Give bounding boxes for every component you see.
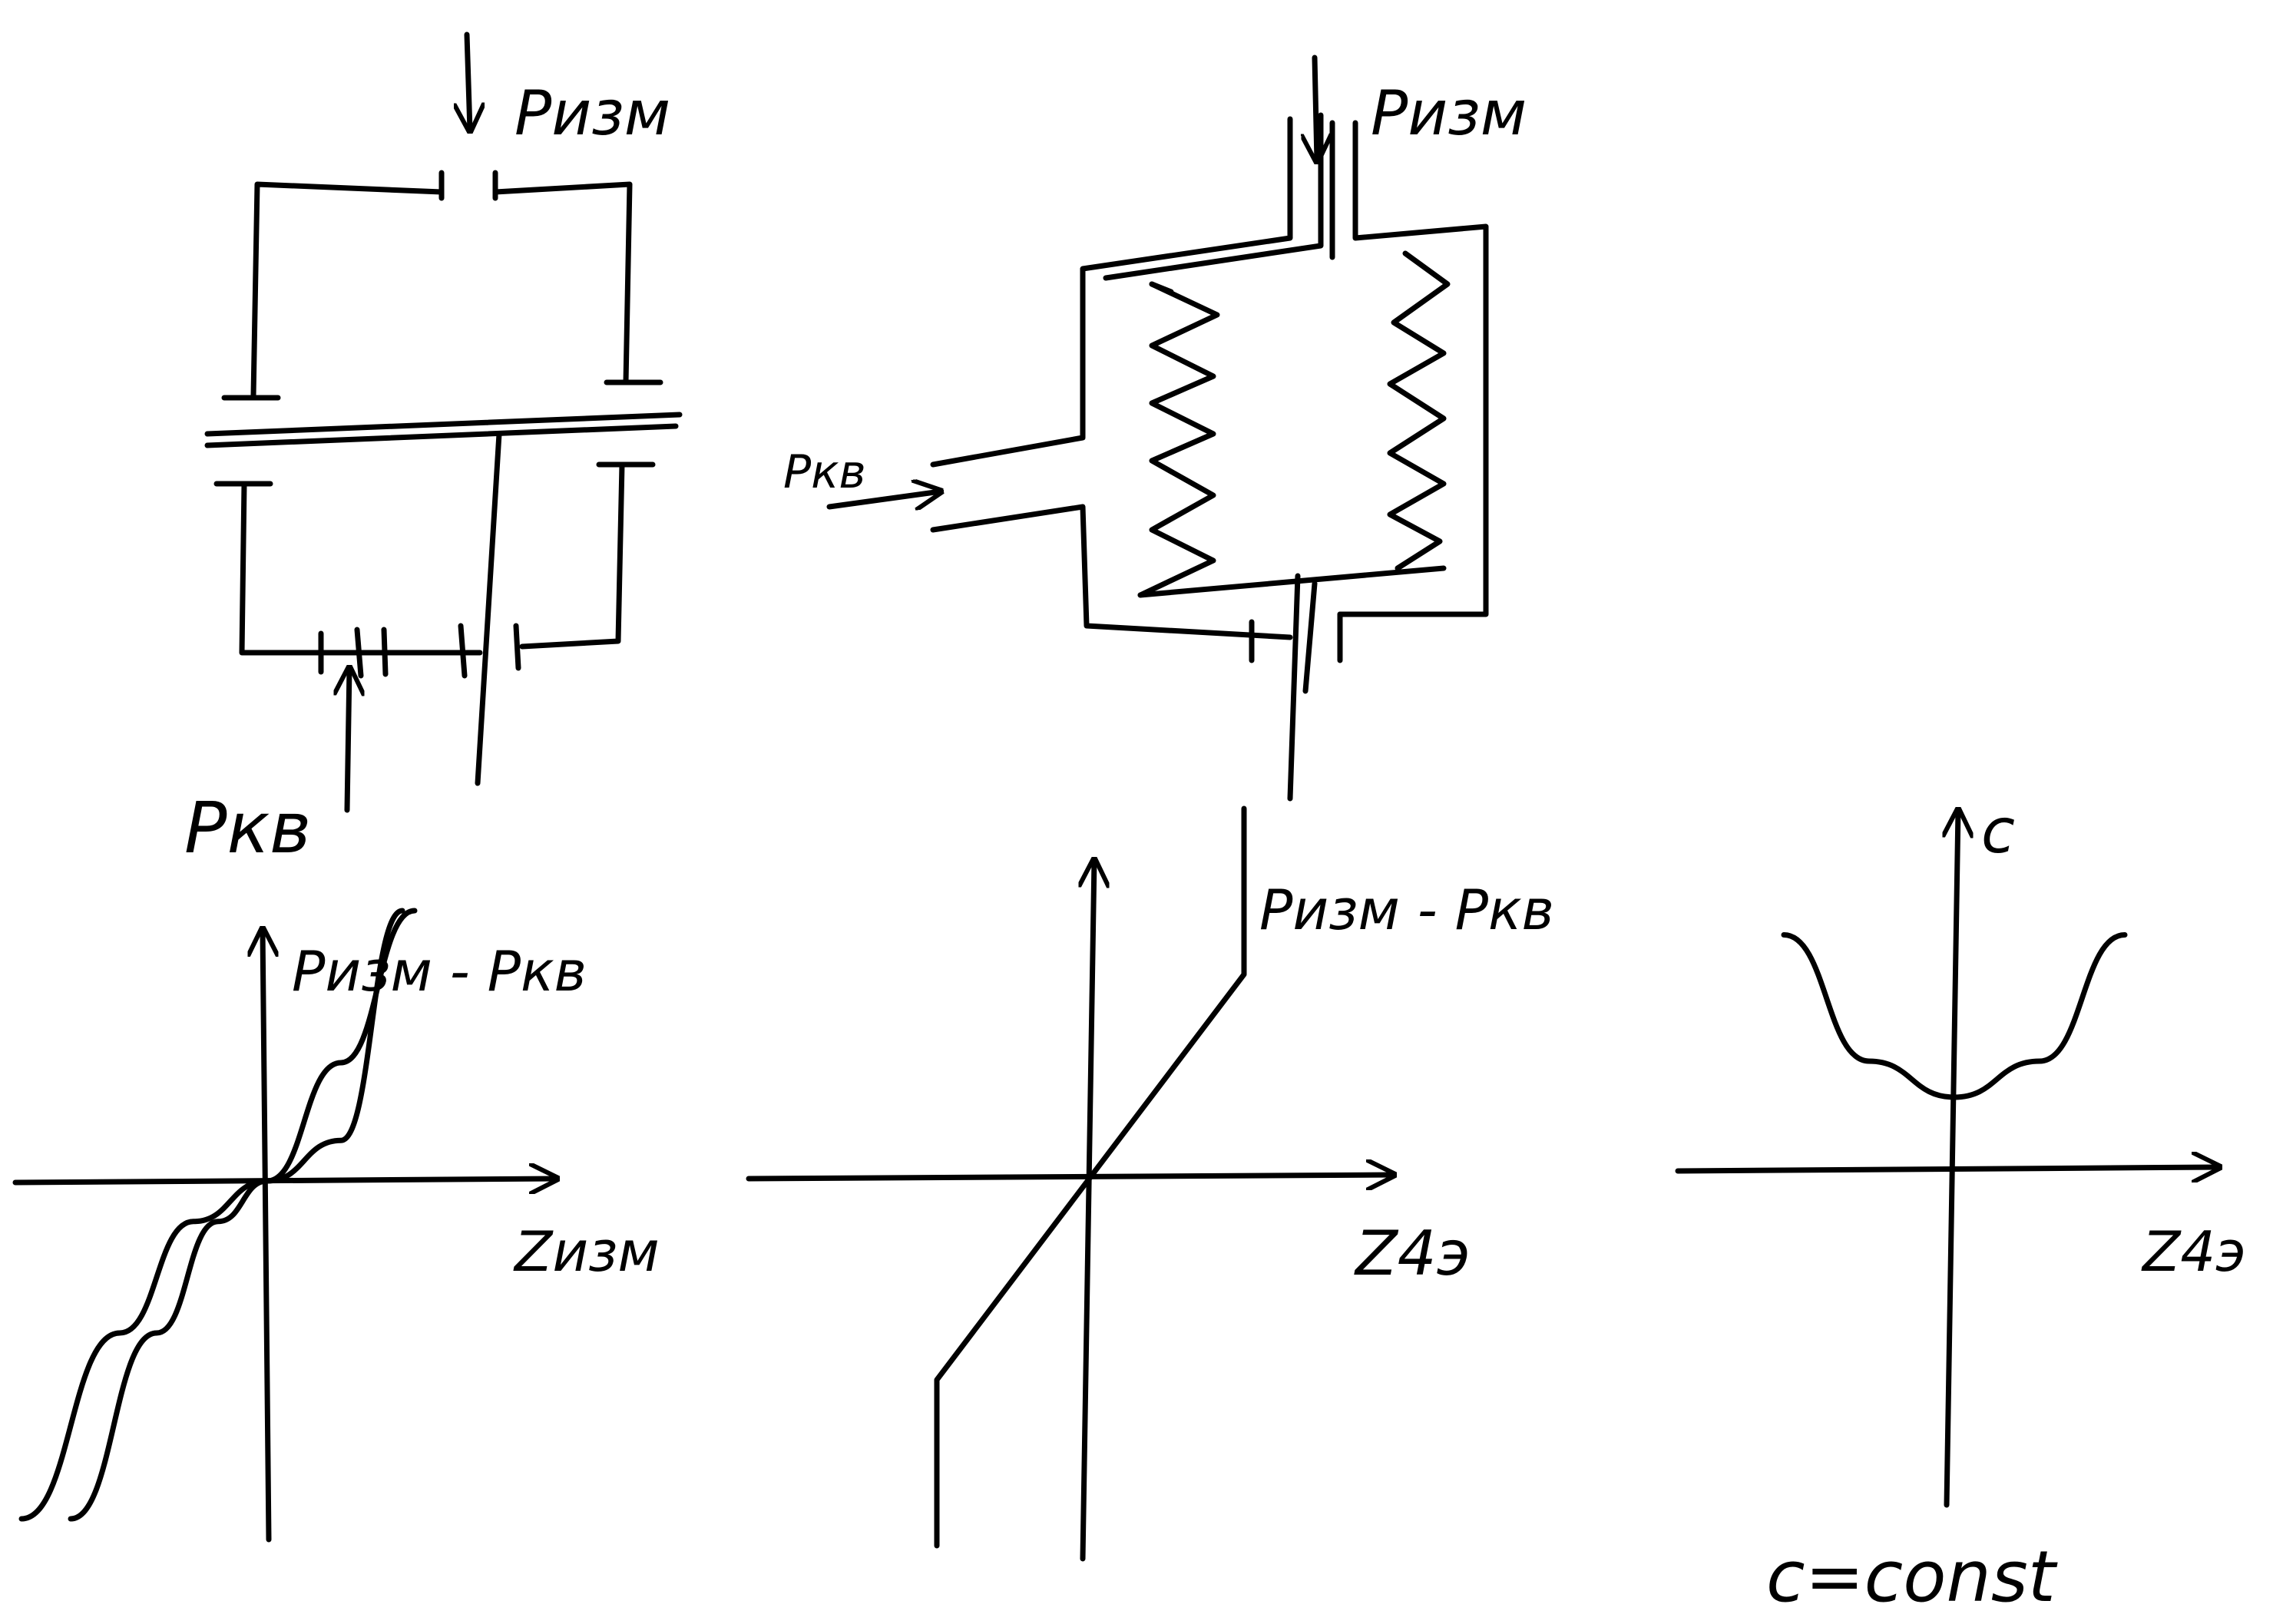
- chart-2-series-1-line: [934, 805, 1247, 1549]
- chart-2-series: [934, 805, 1247, 1549]
- lower-chamber-outline: [239, 461, 625, 656]
- chart-1-series: [18, 908, 418, 1522]
- chart-2: Pизм - Pкв Z4э: [746, 805, 1554, 1562]
- lower-inlet-edge-3: [381, 627, 389, 677]
- right-bellows: [1387, 250, 1451, 571]
- chart-3-series: [1781, 932, 2128, 1100]
- pressure-arrow-side-b: [826, 491, 941, 507]
- chart-3-x-label: Z4э: [2141, 1219, 2246, 1284]
- chart-3-y-label: c: [1981, 795, 2015, 867]
- diagram-a-label-bottom: Pкв: [184, 787, 311, 869]
- side-inlet-tube: [930, 504, 1293, 640]
- bellows-bottom-plate: [1137, 565, 1447, 598]
- chart-3-y-axis: [1947, 810, 1958, 1508]
- bottom-stem: [1287, 573, 1301, 802]
- chart-3-series-1-line: [1781, 932, 2128, 1100]
- diagram-b-label-top: Pизм: [1371, 78, 1527, 149]
- chart-1-axes: [12, 929, 557, 1543]
- pressure-arrow-top-b: [1315, 55, 1317, 161]
- chart-2-y-axis: [1083, 860, 1094, 1562]
- diagram-a-label-top: Pизм: [514, 78, 670, 149]
- chart-1-x-label: Zизм: [513, 1219, 660, 1284]
- chart-3: c Z4э c=const: [1675, 795, 2246, 1618]
- chart-3-x-axis: [1675, 1167, 2219, 1171]
- chart-3-axes: [1675, 810, 2219, 1508]
- chart-2-x-label: Z4э: [1354, 1218, 1471, 1289]
- chart-2-axes: [746, 860, 1394, 1562]
- chart-1: Pизм - Pкв Zизм: [12, 908, 660, 1543]
- chart-1-y-axis: [263, 929, 269, 1543]
- chart-1-series-2-line: [68, 908, 405, 1522]
- upper-chamber-outline: [250, 181, 633, 399]
- top-inlet-tube: [930, 112, 1489, 617]
- chart-2-y-label: Pизм - Pкв: [1259, 878, 1554, 942]
- lower-outlet-edge-1: [458, 623, 468, 679]
- diagram-b-label-left: Pкв: [783, 445, 866, 499]
- diagram-b-bellows-sensor: [826, 55, 1489, 802]
- chart-1-series-1-line: [18, 908, 418, 1522]
- bellows-top-left: [1149, 281, 1174, 295]
- membrane: [204, 412, 683, 448]
- diagram-a-plate-sensor: [204, 31, 683, 813]
- chart-1-y-label: Pизм - Pкв: [292, 939, 587, 1004]
- lower-outlet-edge-2: [513, 623, 521, 671]
- pressure-arrow-bottom: [347, 668, 349, 813]
- chart-1-x-axis: [12, 1179, 557, 1182]
- membrane-stem: [475, 431, 502, 786]
- lower-inlet-edge-2: [354, 627, 364, 679]
- chart-3-annotation: c=const: [1766, 1536, 2058, 1618]
- pressure-arrow-top: [467, 31, 470, 131]
- chart-2-x-axis: [746, 1175, 1394, 1179]
- left-bellows: [1137, 281, 1220, 598]
- bottom-stem-2: [1302, 580, 1318, 694]
